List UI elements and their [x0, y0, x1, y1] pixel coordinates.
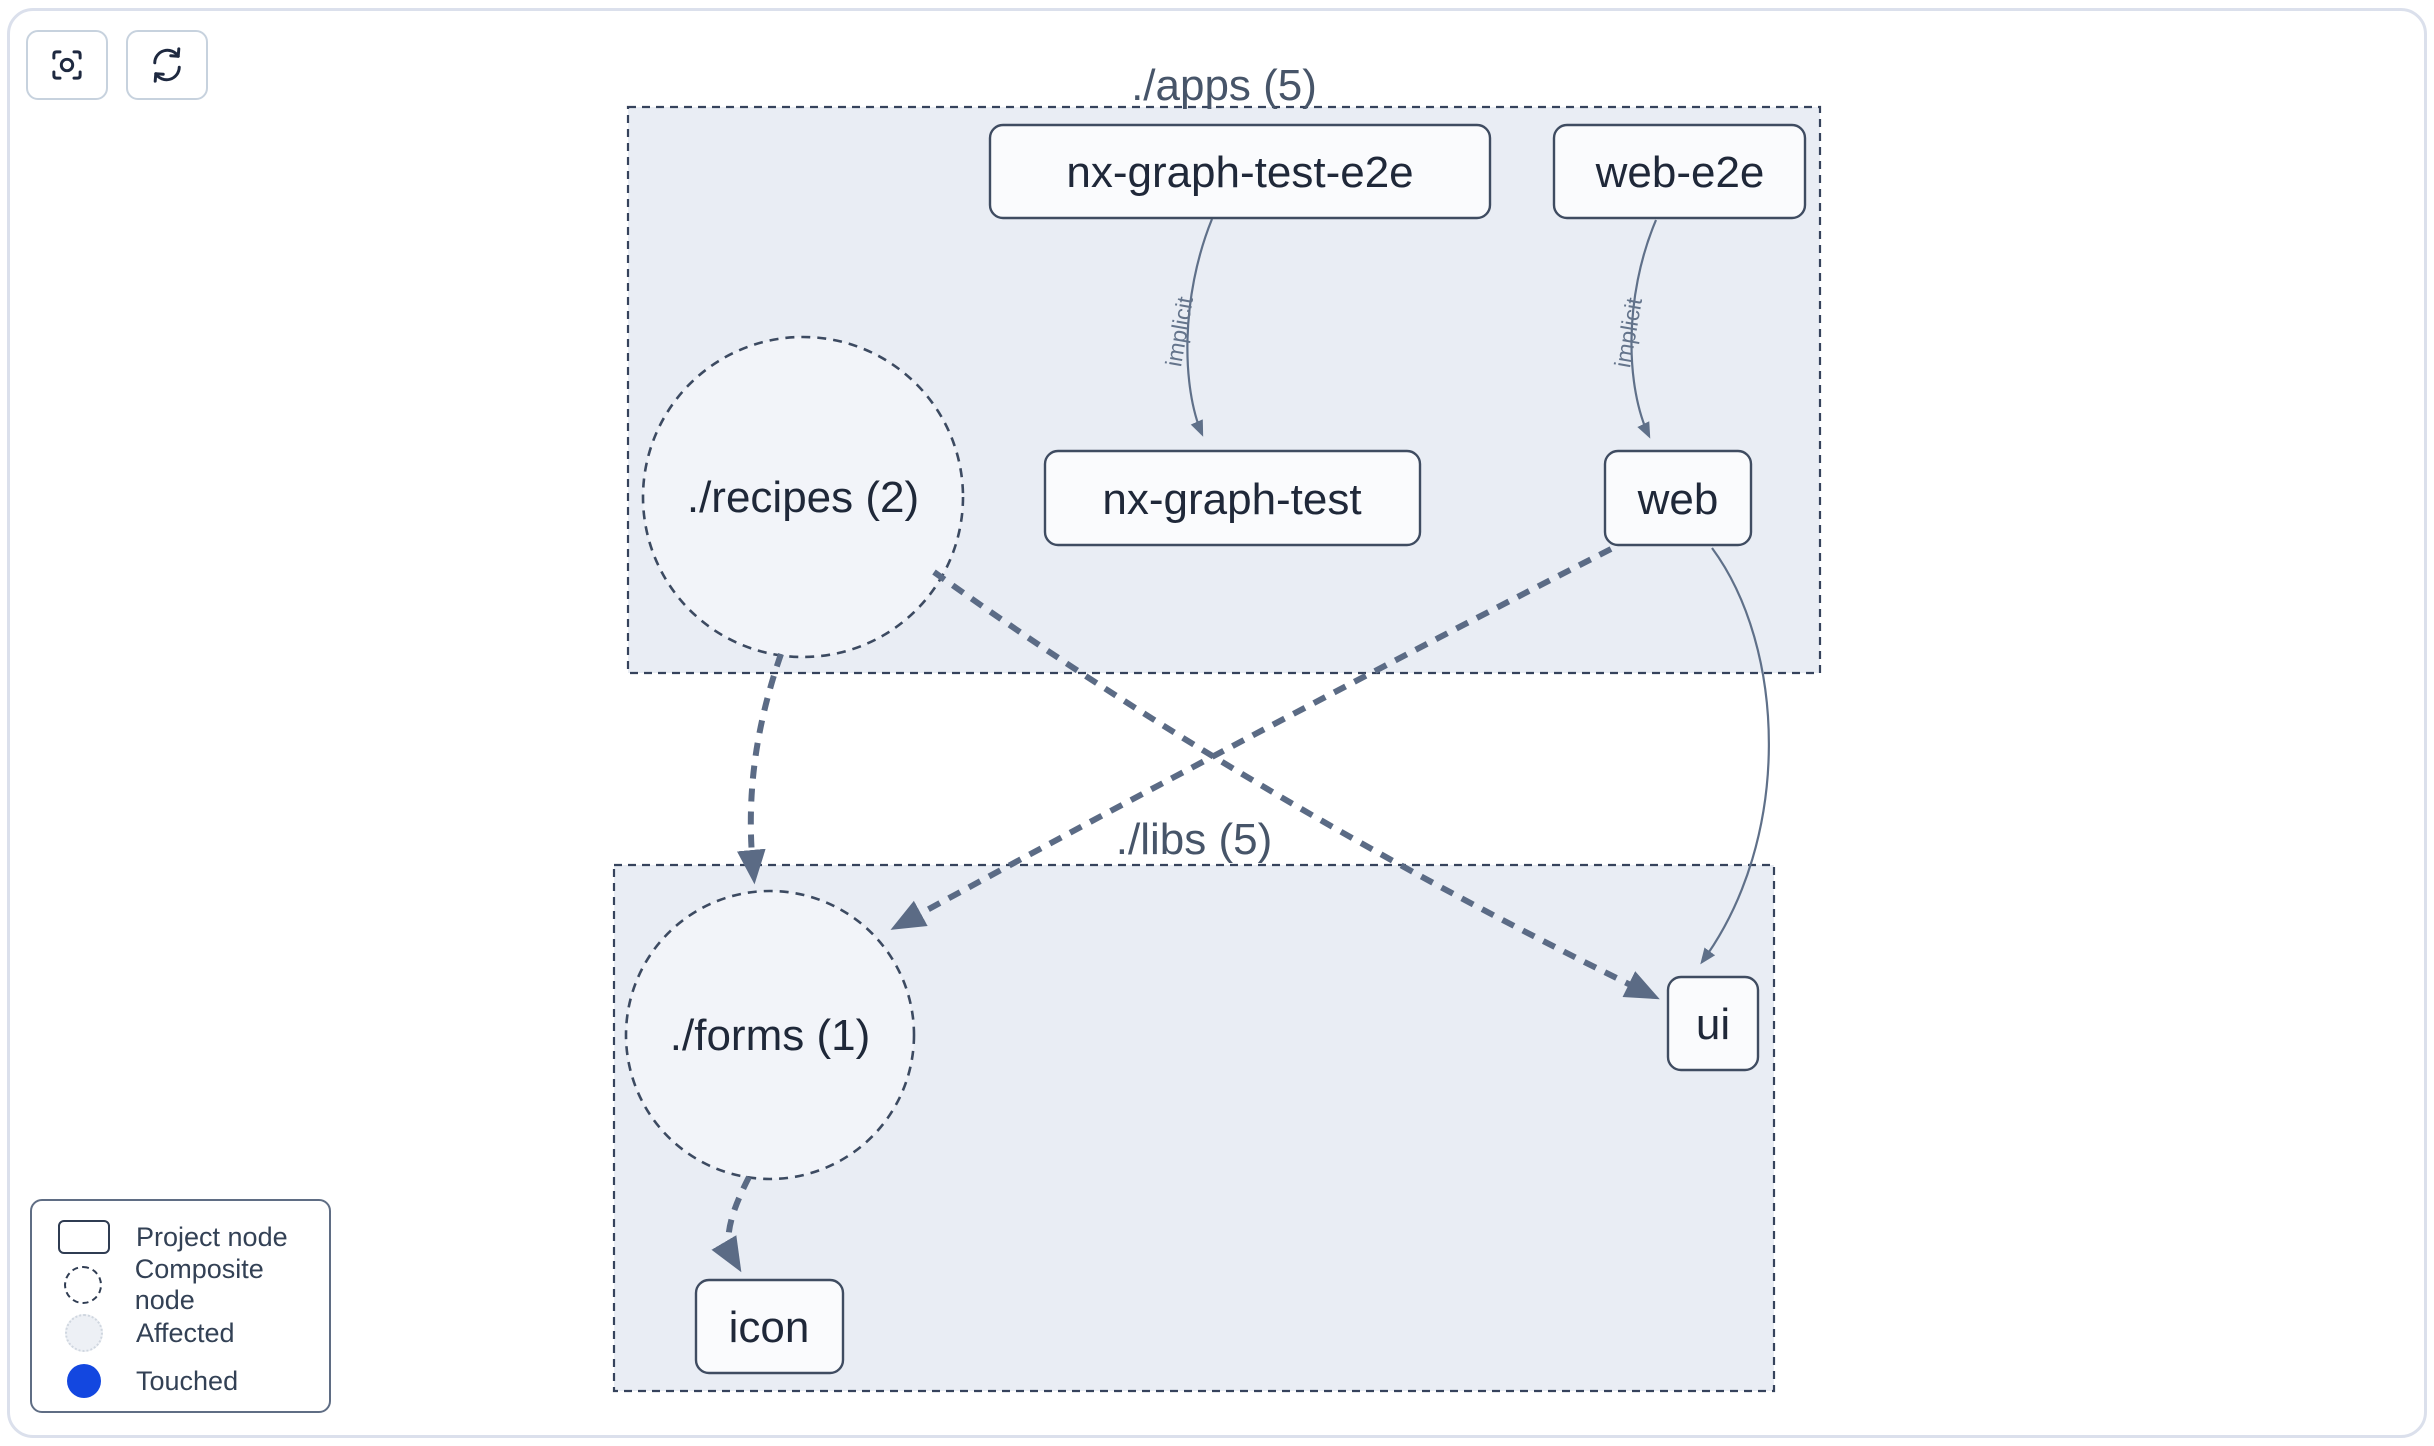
affected-swatch-icon [65, 1314, 103, 1352]
node-web-e2e[interactable]: web-e2e [1552, 123, 1807, 220]
edge-recipes-to-ui [932, 569, 1660, 1000]
edge-web-to-ui [1700, 547, 1770, 965]
node-nx-graph-test-e2e-label: nx-graph-test-e2e [1066, 148, 1413, 197]
project-node-swatch-icon [58, 1220, 110, 1254]
node-ui-box[interactable] [1666, 975, 1760, 1072]
edge-recipes-to-forms [736, 653, 784, 885]
node-icon-label: icon [729, 1303, 810, 1352]
node-ui[interactable]: ui [1666, 975, 1760, 1072]
node-icon[interactable]: icon [694, 1278, 845, 1375]
node-nx-graph-test-e2e-box[interactable] [988, 123, 1492, 220]
focus-reset-button[interactable] [26, 30, 108, 100]
legend-row-touched: Touched [32, 1357, 329, 1405]
node-web-e2e-label: web-e2e [1595, 148, 1765, 197]
legend-label: Affected [136, 1317, 235, 1348]
node-web-box[interactable] [1603, 449, 1753, 547]
refresh-button[interactable] [126, 30, 208, 100]
legend-label: Project node [136, 1221, 288, 1252]
composite-node-forms[interactable] [624, 889, 916, 1181]
composite-node-recipes[interactable] [641, 335, 965, 659]
legend-row-project-node: Project node [32, 1213, 329, 1261]
legend: Project node Composite node Affected Tou… [30, 1199, 331, 1413]
refresh-icon [153, 47, 181, 83]
edge-forms-to-icon [711, 1175, 752, 1273]
composite-node-swatch-icon [64, 1266, 103, 1304]
composite-node-forms-label: ./forms (1) [670, 1011, 870, 1060]
node-icon-box[interactable] [694, 1278, 845, 1375]
legend-label: Composite node [134, 1254, 264, 1315]
node-nx-graph-test-label: nx-graph-test [1102, 475, 1361, 524]
legend-row-affected: Affected [32, 1309, 329, 1357]
focus-crosshair-icon [52, 50, 82, 80]
node-nx-graph-test-box[interactable] [1043, 449, 1422, 547]
composite-node-recipes-label: ./recipes (2) [687, 473, 919, 522]
node-nx-graph-test-e2e[interactable]: nx-graph-test-e2e [988, 123, 1492, 220]
touched-swatch-icon [67, 1364, 101, 1398]
toolbar [26, 30, 208, 100]
legend-row-composite-node: Composite node [32, 1254, 329, 1315]
legend-label: Touched [136, 1365, 239, 1396]
node-web[interactable]: web [1603, 449, 1753, 547]
node-nx-graph-test[interactable]: nx-graph-test [1043, 449, 1422, 547]
edge-web-e2e-to-web [1630, 219, 1658, 439]
group-apps-label: ./apps (5) [1131, 61, 1317, 110]
node-web-label: web [1637, 475, 1719, 524]
node-ui-label: ui [1696, 1000, 1730, 1049]
group-libs-label: ./libs (5) [1116, 815, 1272, 864]
edge-nx-graph-test-e2e-to-nx-graph-test [1186, 218, 1214, 437]
node-web-e2e-box[interactable] [1552, 123, 1807, 220]
edge-web-to-forms [890, 546, 1613, 930]
